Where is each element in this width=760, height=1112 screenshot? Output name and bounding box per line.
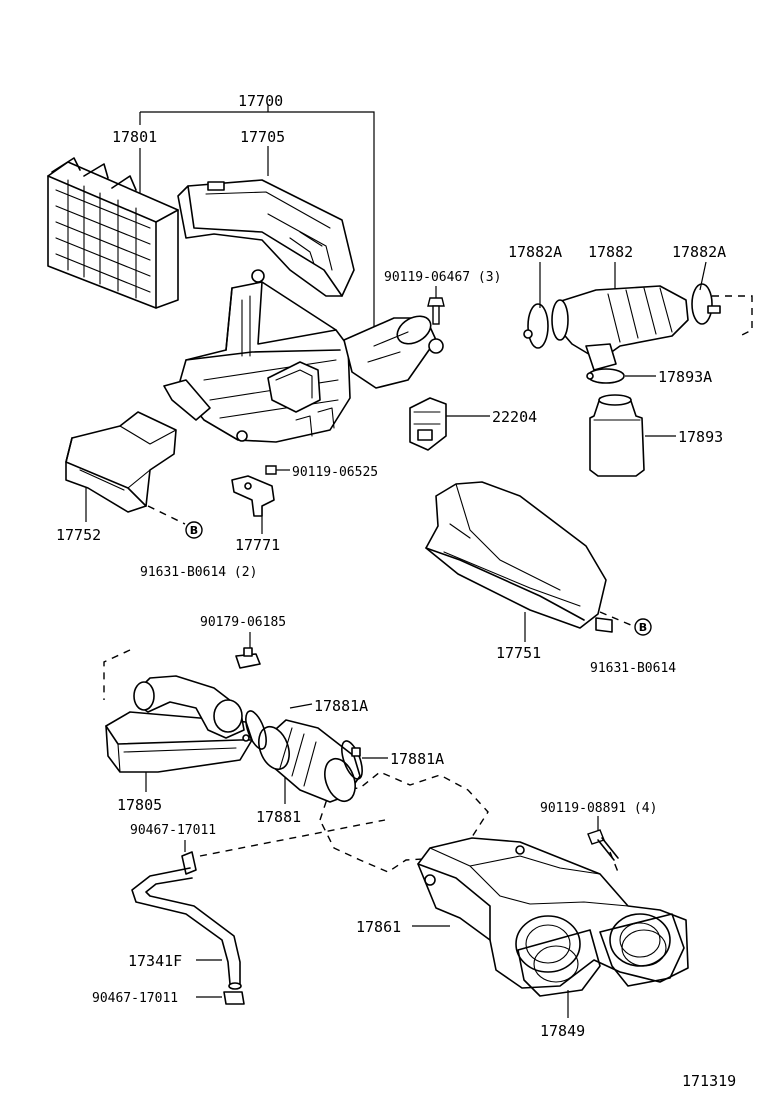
label-17801: 17801 bbox=[112, 128, 157, 146]
label-90179-06185: 90179-06185 bbox=[200, 615, 286, 630]
hose-clip-lower bbox=[223, 991, 245, 1005]
part-labels: 17700 17801 17705 90119-06467 (3) 17882A… bbox=[56, 92, 736, 1090]
label-90119-06467: 90119-06467 (3) bbox=[384, 270, 501, 285]
label-90467-17011-lower: 90467-17011 bbox=[92, 991, 178, 1006]
svg-text:B: B bbox=[639, 621, 647, 634]
label-17882a-right: 17882A bbox=[672, 243, 726, 261]
inlet-duct-17751 bbox=[425, 481, 613, 633]
label-17771: 17771 bbox=[235, 536, 280, 554]
diagram-number: 171319 bbox=[682, 1072, 736, 1090]
air-cleaner-cap bbox=[177, 179, 355, 297]
label-90119-06525: 90119-06525 bbox=[292, 465, 378, 480]
label-17893: 17893 bbox=[678, 428, 723, 446]
gasket-17849 bbox=[517, 913, 685, 997]
resonator-box-17805 bbox=[105, 675, 253, 773]
label-17881: 17881 bbox=[256, 808, 301, 826]
air-flow-meter bbox=[409, 397, 447, 451]
vacuum-hose-17341F bbox=[131, 867, 242, 990]
intake-hose-17882 bbox=[523, 283, 721, 384]
label-17881a-lower: 17881A bbox=[390, 750, 444, 768]
label-91631-b0614: 91631-B0614 bbox=[590, 661, 676, 676]
label-17751: 17751 bbox=[496, 644, 541, 662]
hose-clip-upper bbox=[181, 851, 197, 875]
label-17881a-upper: 17881A bbox=[314, 697, 368, 715]
air-cleaner-case bbox=[163, 269, 444, 443]
resonator-17893 bbox=[589, 394, 645, 477]
label-90467-17011-upper: 90467-17011 bbox=[130, 823, 216, 838]
bolt-90119-08891 bbox=[587, 829, 619, 861]
label-90119-08891: 90119-08891 (4) bbox=[540, 801, 657, 816]
ref-marker-b-left: B bbox=[185, 521, 203, 539]
bolt-90119-06467 bbox=[427, 297, 445, 325]
label-17861: 17861 bbox=[356, 918, 401, 936]
leader-lines bbox=[85, 104, 707, 1018]
label-17882: 17882 bbox=[588, 243, 633, 261]
dashed-connections bbox=[103, 295, 753, 997]
ref-marker-b-right: B bbox=[634, 618, 652, 636]
bracket-17771 bbox=[231, 465, 277, 517]
nut-90179-06185 bbox=[235, 647, 261, 669]
label-17893a: 17893A bbox=[658, 368, 712, 386]
label-22204: 22204 bbox=[492, 408, 537, 426]
label-17700: 17700 bbox=[238, 92, 283, 110]
label-17849: 17849 bbox=[540, 1022, 585, 1040]
air-filter-element bbox=[47, 157, 179, 309]
label-91631-b0614-2: 91631-B0614 (2) bbox=[140, 565, 257, 580]
label-17882a-left: 17882A bbox=[508, 243, 562, 261]
intake-hose-17881 bbox=[242, 710, 363, 803]
inlet-duct-17752 bbox=[65, 411, 177, 513]
label-17705: 17705 bbox=[240, 128, 285, 146]
label-17341f: 17341F bbox=[128, 952, 182, 970]
label-17752: 17752 bbox=[56, 526, 101, 544]
intake-plenum-17861 bbox=[417, 837, 689, 989]
svg-text:B: B bbox=[190, 524, 198, 537]
label-17805: 17805 bbox=[117, 796, 162, 814]
